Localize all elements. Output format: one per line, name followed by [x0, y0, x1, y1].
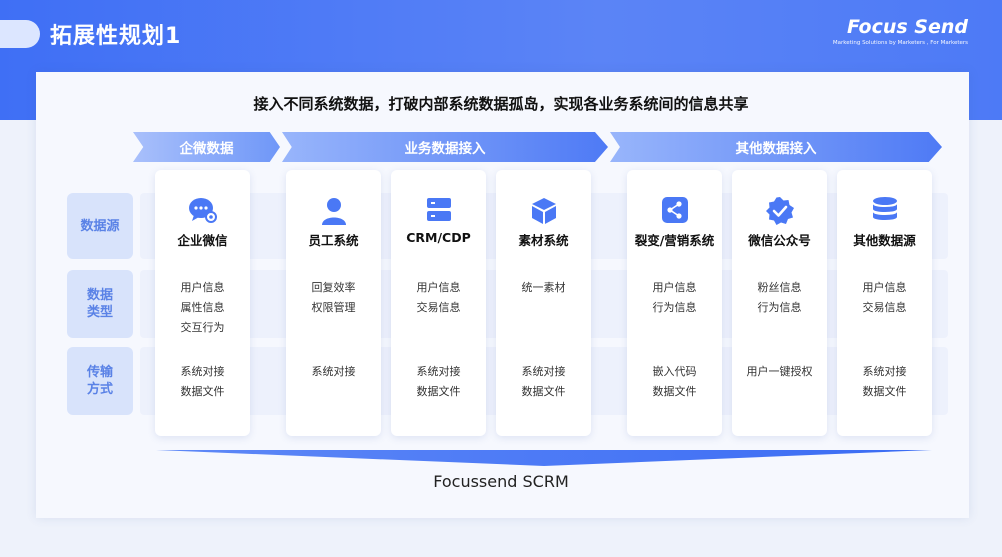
column-crm-cdp: CRM/CDP 用户信息 交易信息 系统对接 数据文件	[391, 170, 486, 436]
column-name: 微信公众号	[748, 233, 811, 248]
column-name: 员工系统	[308, 233, 359, 248]
column-wecom: 企业微信 用户信息 属性信息 交互行为 系统对接 数据文件	[155, 170, 250, 436]
transfer-item: 数据文件	[416, 385, 461, 398]
column-name: CRM/CDP	[406, 230, 471, 245]
data-type-item: 交易信息	[416, 301, 461, 314]
column-data-types: 用户信息 交易信息	[837, 278, 932, 318]
data-type-item: 交易信息	[862, 301, 907, 314]
database-icon	[837, 196, 932, 226]
brand-logo: Focus Send Marketing Solutions by Market…	[833, 16, 968, 46]
column-data-types: 粉丝信息 行为信息	[732, 278, 827, 318]
column-transfer-methods: 嵌入代码 数据文件	[627, 362, 722, 402]
data-type-item: 回复效率	[311, 281, 356, 294]
row-label-transfer: 传输 方式	[67, 347, 133, 415]
data-type-item: 用户信息	[652, 281, 697, 294]
column-transfer-methods: 系统对接 数据文件	[391, 362, 486, 402]
data-type-item: 行为信息	[652, 301, 697, 314]
server-icon	[391, 196, 486, 226]
title-accent-pill	[0, 20, 40, 48]
row-label-source: 数据源	[67, 193, 133, 259]
data-type-item: 属性信息	[180, 301, 225, 314]
page-title: 拓展性规划1	[50, 24, 182, 49]
transfer-item: 数据文件	[862, 385, 907, 398]
row-label-type-line2: 类型	[86, 305, 113, 320]
headline: 接入不同系统数据，打破内部系统数据孤岛，实现各业务系统间的信息共享	[253, 95, 749, 113]
logo-text: Focus Send	[847, 16, 968, 38]
row-label-transfer-line1: 传输	[86, 365, 113, 380]
column-data-types: 用户信息 交易信息	[391, 278, 486, 318]
transfer-item: 数据文件	[521, 385, 566, 398]
band-business-data: 业务数据接入	[282, 132, 608, 162]
column-name: 素材系统	[518, 233, 569, 248]
data-type-item: 用户信息	[180, 281, 225, 294]
column-marketing-system: 裂变/营销系统 用户信息 行为信息 嵌入代码 数据文件	[627, 170, 722, 436]
row-label-transfer-line2: 方式	[86, 382, 113, 397]
transfer-item: 系统对接	[180, 365, 225, 378]
row-label-type-line1: 数据	[86, 288, 113, 303]
column-data-types: 用户信息 属性信息 交互行为	[155, 278, 250, 338]
transfer-item: 系统对接	[416, 365, 461, 378]
column-other-sources: 其他数据源 用户信息 交易信息 系统对接 数据文件	[837, 170, 932, 436]
column-data-types: 回复效率 权限管理	[286, 278, 381, 318]
share-icon	[627, 196, 722, 226]
band-other-data: 其他数据接入	[610, 132, 942, 162]
cube-icon	[496, 196, 591, 226]
column-asset-system: 素材系统 统一素材 系统对接 数据文件	[496, 170, 591, 436]
user-icon	[286, 196, 381, 226]
wecom-chat-icon	[155, 196, 250, 226]
transfer-item: 数据文件	[180, 385, 225, 398]
transfer-item: 系统对接	[311, 365, 356, 378]
data-type-item: 交互行为	[180, 321, 225, 334]
data-type-item: 行为信息	[757, 301, 802, 314]
transfer-item: 系统对接	[521, 365, 566, 378]
column-name: 裂变/营销系统	[634, 233, 715, 248]
platform-label: Focussend SCRM	[433, 472, 569, 491]
band-wecom-data: 企微数据	[133, 132, 280, 162]
data-type-item: 权限管理	[311, 301, 356, 314]
column-transfer-methods: 系统对接 数据文件	[496, 362, 591, 402]
column-name: 其他数据源	[853, 233, 916, 248]
data-type-item: 用户信息	[862, 281, 907, 294]
column-transfer-methods: 用户一键授权	[732, 362, 827, 382]
logo-tagline: Marketing Solutions by Marketers , For M…	[832, 40, 968, 46]
transfer-item: 系统对接	[862, 365, 907, 378]
row-label-source-text: 数据源	[80, 218, 120, 234]
column-staff-system: 员工系统 回复效率 权限管理 系统对接	[286, 170, 381, 436]
row-label-type: 数据 类型	[67, 270, 133, 338]
column-transfer-methods: 系统对接	[286, 362, 381, 382]
data-type-item: 用户信息	[416, 281, 461, 294]
column-wechat-official: 微信公众号 粉丝信息 行为信息 用户一键授权	[732, 170, 827, 436]
column-data-types: 统一素材	[496, 278, 591, 298]
transfer-item: 用户一键授权	[746, 365, 813, 378]
column-name: 企业微信	[177, 233, 228, 248]
column-transfer-methods: 系统对接 数据文件	[155, 362, 250, 402]
column-data-types: 用户信息 行为信息	[627, 278, 722, 318]
data-type-item: 粉丝信息	[757, 281, 802, 294]
transfer-item: 嵌入代码	[652, 365, 697, 378]
transfer-item: 数据文件	[652, 385, 697, 398]
verified-badge-icon	[732, 196, 827, 226]
column-transfer-methods: 系统对接 数据文件	[837, 362, 932, 402]
data-type-item: 统一素材	[521, 281, 566, 294]
